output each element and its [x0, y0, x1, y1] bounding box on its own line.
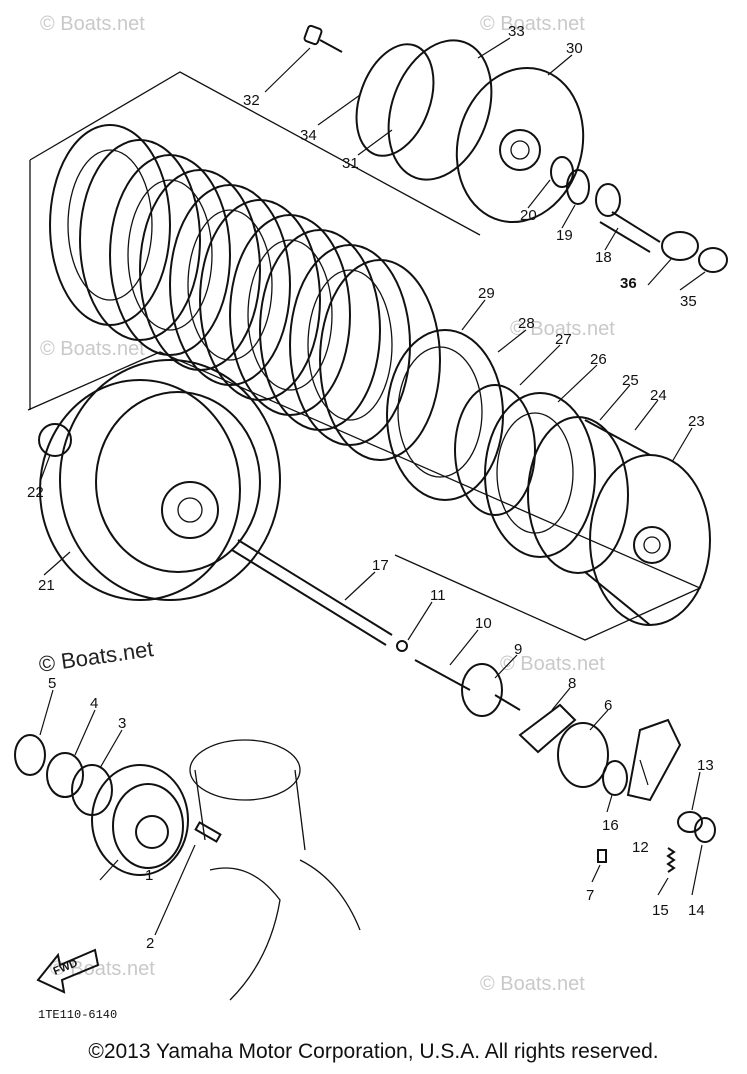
- callout-23: 23: [688, 413, 705, 430]
- watermark-2: © Boats.net: [480, 13, 585, 35]
- pin: [597, 849, 607, 863]
- washer: [677, 811, 703, 833]
- callout-4: 4: [90, 695, 98, 712]
- callout-33: 33: [508, 23, 525, 40]
- callout-7: 7: [586, 887, 594, 904]
- callout-1: 1: [145, 867, 153, 884]
- callout-14: 14: [688, 902, 705, 919]
- nut-5: [14, 734, 46, 776]
- watermark-5: © Boats.net: [500, 653, 605, 675]
- callout-labels: 1 2 3 4 5 6 7 8 9 10 11 12 13 14 15 16 1…: [27, 23, 714, 952]
- upper-frame: [29, 71, 481, 236]
- callout-10: 10: [475, 615, 492, 632]
- callout-28: 28: [518, 315, 535, 332]
- long-push-rod: [231, 539, 393, 646]
- nut: [694, 817, 716, 843]
- callout-24: 24: [650, 387, 667, 404]
- circlip: [698, 247, 728, 273]
- bolt: [303, 24, 343, 53]
- leader-lines: [39, 37, 706, 936]
- callout-32: 32: [243, 92, 260, 109]
- callout-15: 15: [652, 902, 669, 919]
- callout-25: 25: [622, 372, 639, 389]
- exploded-parts-diagram: © Boats.net © Boats.net © Boats.net © Bo…: [14, 13, 728, 1022]
- callout-19: 19: [556, 227, 573, 244]
- callout-31: 31: [342, 155, 359, 172]
- callout-2: 2: [146, 935, 154, 952]
- crankshaft-sketch: [189, 739, 361, 1001]
- callout-5: 5: [48, 675, 56, 692]
- callout-18: 18: [595, 249, 612, 266]
- callout-35: 35: [680, 293, 697, 310]
- collar: [602, 760, 628, 796]
- clutch-boss: [527, 416, 711, 626]
- wire-ring: [454, 384, 536, 516]
- watermark-7: © Boats.net: [480, 973, 585, 995]
- callout-11: 11: [430, 587, 446, 604]
- callout-26: 26: [590, 351, 607, 368]
- key: [194, 821, 222, 843]
- short-push-rod: [414, 659, 471, 691]
- watermark-4: © Boats.net: [510, 318, 615, 340]
- watermark-1: © Boats.net: [40, 13, 145, 35]
- copyright-notice: ©2013 Yamaha Motor Corporation, U.S.A. A…: [88, 1040, 659, 1063]
- callout-17: 17: [372, 557, 389, 574]
- push-rod: [595, 183, 661, 253]
- watermark-3: © Boats.net: [40, 338, 145, 360]
- callout-21: 21: [38, 577, 55, 594]
- callout-22: 22: [27, 484, 44, 501]
- bearing: [661, 231, 699, 261]
- drawing-code: 1TE110-6140: [38, 1008, 117, 1022]
- ball: [396, 640, 408, 652]
- pressure-plate-group: [355, 39, 590, 224]
- spring: [666, 847, 676, 873]
- callout-3: 3: [118, 715, 126, 732]
- callout-8: 8: [568, 675, 576, 692]
- callout-16: 16: [602, 817, 619, 834]
- callout-12: 12: [632, 839, 649, 856]
- callout-30: 30: [566, 40, 583, 57]
- thrust-washer: [38, 423, 72, 457]
- callout-9: 9: [514, 641, 522, 658]
- lock-washer-4: [46, 752, 84, 798]
- clutch-housing: [39, 359, 281, 601]
- oil-seal: [557, 722, 609, 788]
- primary-drive-gear: [91, 764, 189, 876]
- callout-29: 29: [478, 285, 495, 302]
- callout-20: 20: [520, 207, 537, 224]
- push-lever: [626, 718, 682, 802]
- callout-34: 34: [300, 127, 317, 144]
- lock-plate: [518, 703, 577, 754]
- callout-27: 27: [555, 331, 572, 348]
- callout-13: 13: [697, 757, 714, 774]
- push-lever-shaft: [461, 663, 521, 717]
- watermark-main: © Boats.net: [37, 636, 155, 677]
- clutch-plate-stack: [49, 124, 441, 461]
- callout-36: 36: [620, 275, 637, 292]
- callout-6: 6: [604, 697, 612, 714]
